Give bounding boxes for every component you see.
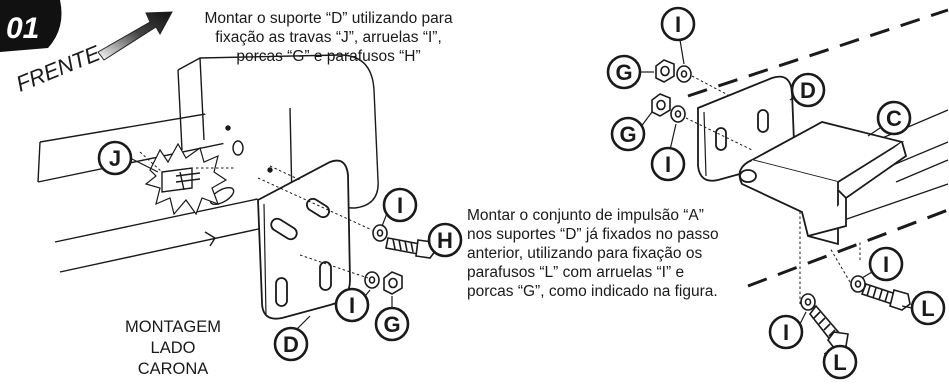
callout-l-right: L xyxy=(910,290,946,326)
left-hardware xyxy=(364,224,437,295)
callout-c: C xyxy=(876,100,912,136)
svg-text:C: C xyxy=(886,106,902,131)
instruction-top: Montar o suporte “D” utilizando para fix… xyxy=(196,9,461,66)
svg-text:L: L xyxy=(833,350,846,375)
left-guide-lines xyxy=(139,151,373,279)
instruction-top-line: porcas “G” e parafusos “H” xyxy=(236,48,421,65)
right-part-c xyxy=(738,121,908,246)
j-clip xyxy=(161,167,201,193)
callout-g-right-mid: G xyxy=(610,116,646,152)
instruction-right-line: nos suportes “D” já fixados no passo xyxy=(467,226,719,243)
right-guide-lines xyxy=(685,75,861,304)
callout-g-right-top: G xyxy=(606,54,642,90)
callout-j: J xyxy=(97,140,133,176)
instruction-top-line: Montar o suporte “D” utilizando para xyxy=(204,10,453,27)
callout-i-right-top: I xyxy=(660,6,696,42)
left-bracket-d xyxy=(257,159,351,320)
instruction-right: Montar o conjunto de impulsão “A” nos su… xyxy=(467,206,785,301)
instruction-right-line: Montar o conjunto de impulsão “A” xyxy=(467,207,704,224)
instruction-top-line: fixação as travas “J”, arruelas “I”, xyxy=(215,29,442,46)
step-number: 01 xyxy=(6,12,39,45)
svg-text:I: I xyxy=(397,193,403,218)
side-label-line: LADO xyxy=(150,339,196,357)
instruction-right-line: anterior, utilizando para fixação os xyxy=(467,245,703,262)
step-badge xyxy=(0,0,62,52)
svg-text:G: G xyxy=(383,312,400,337)
callout-i-left-top: I xyxy=(382,187,418,223)
side-label: MONTAGEM LADO CARONA xyxy=(88,317,258,380)
side-label-line: MONTAGEM xyxy=(125,318,221,336)
callout-d-right: D xyxy=(790,72,826,108)
instruction-right-line: parafusos “L” com arruelas “I” e xyxy=(467,264,685,281)
side-label-line: CARONA xyxy=(137,360,209,378)
callout-h: H xyxy=(427,222,463,258)
svg-text:G: G xyxy=(615,60,632,85)
svg-text:I: I xyxy=(883,252,889,277)
svg-text:H: H xyxy=(437,228,453,253)
front-direction-arrow xyxy=(97,11,173,61)
right-hardware xyxy=(651,59,911,349)
svg-text:G: G xyxy=(619,122,636,147)
svg-text:D: D xyxy=(800,78,816,103)
svg-text:L: L xyxy=(921,296,934,321)
svg-text:I: I xyxy=(349,293,355,318)
callout-i-right-bottom: I xyxy=(768,314,804,350)
callout-i-left-bottom: I xyxy=(334,287,370,323)
svg-text:J: J xyxy=(109,146,121,171)
svg-text:I: I xyxy=(783,320,789,345)
svg-text:I: I xyxy=(675,12,681,37)
callout-l-bottom: L xyxy=(822,344,858,380)
callout-g-left: G xyxy=(374,306,410,342)
callout-d-left: D xyxy=(273,326,309,362)
svg-text:D: D xyxy=(283,332,299,357)
right-edge-dashes xyxy=(687,8,949,288)
callout-i-right-mid: I xyxy=(650,146,686,182)
instruction-right-line: porcas “G”, como indicado na figura. xyxy=(467,283,718,300)
svg-text:I: I xyxy=(665,152,671,177)
callout-i-right-low: I xyxy=(868,246,904,282)
